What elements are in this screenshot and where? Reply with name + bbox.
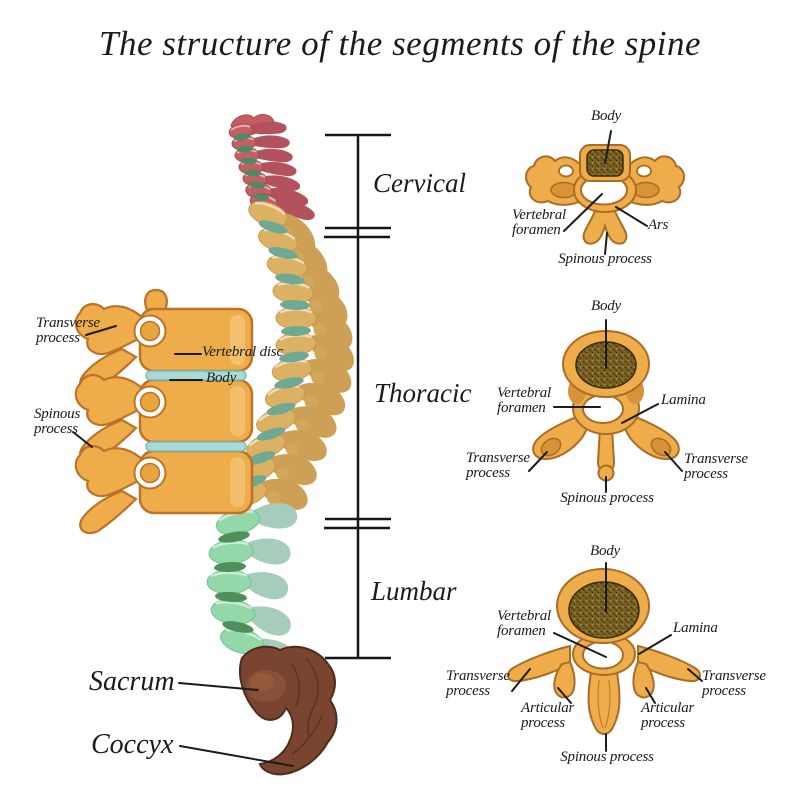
- label-thoracic-spinous-process: Spinous process: [560, 490, 654, 506]
- segment-bracket: [324, 133, 391, 660]
- label-cervical-body: Body: [590, 108, 622, 124]
- label-detail-transverse-process: Transverse process: [36, 315, 100, 346]
- label-thoracic-transverse-process-left: Transverse process: [466, 450, 530, 481]
- label-sacrum: Sacrum: [89, 666, 175, 697]
- label-lumbar-lamina: Lamina: [673, 620, 718, 636]
- label-lumbar-transverse-process-right: Transverse process: [702, 668, 766, 699]
- label-cervical-vertebral-foramen: Vertebral foramen: [512, 207, 567, 238]
- spine-illustration: [205, 114, 357, 776]
- label-thoracic-segment: Thoracic: [374, 378, 472, 408]
- label-lumbar-body: Body: [589, 543, 621, 559]
- diagram-title: The structure of the segments of the spi…: [99, 24, 701, 63]
- label-thoracic-transverse-process-right: Transverse process: [684, 451, 748, 482]
- label-thoracic-body: Body: [590, 298, 622, 314]
- label-cervical-spinous-process: Spinous process: [558, 251, 652, 267]
- label-cervical-segment: Cervical: [373, 168, 466, 198]
- label-thoracic-vertebral-foramen: Vertebral foramen: [497, 385, 552, 416]
- vertebrae-detail-illustration: [74, 288, 254, 535]
- detail-foramina-rings: [133, 314, 167, 490]
- label-lumbar-vertebral-foramen: Vertebral foramen: [497, 608, 552, 639]
- detail-discs: [145, 370, 247, 452]
- label-lumbar-segment: Lumbar: [371, 576, 457, 606]
- label-coccyx: Coccyx: [91, 729, 174, 760]
- label-lumbar-articular-process-left: Articular process: [521, 700, 575, 731]
- label-lumbar-spinous-process: Spinous process: [560, 749, 654, 765]
- sacrum-coccyx-shape: [238, 645, 338, 776]
- label-lumbar-articular-process-right: Articular process: [641, 700, 695, 731]
- label-detail-spinous-process: Spinous process: [34, 406, 81, 437]
- label-cervical-ars: Ars: [648, 217, 669, 233]
- label-detail-vertebral-disc: Vertebral disc: [202, 344, 283, 360]
- label-detail-body: Body: [206, 370, 237, 386]
- label-thoracic-lamina: Lamina: [661, 392, 706, 408]
- label-lumbar-transverse-process-left: Transverse process: [446, 668, 510, 699]
- lumbar-cross-section-illustration: [507, 568, 701, 736]
- leader-lines: [72, 130, 703, 767]
